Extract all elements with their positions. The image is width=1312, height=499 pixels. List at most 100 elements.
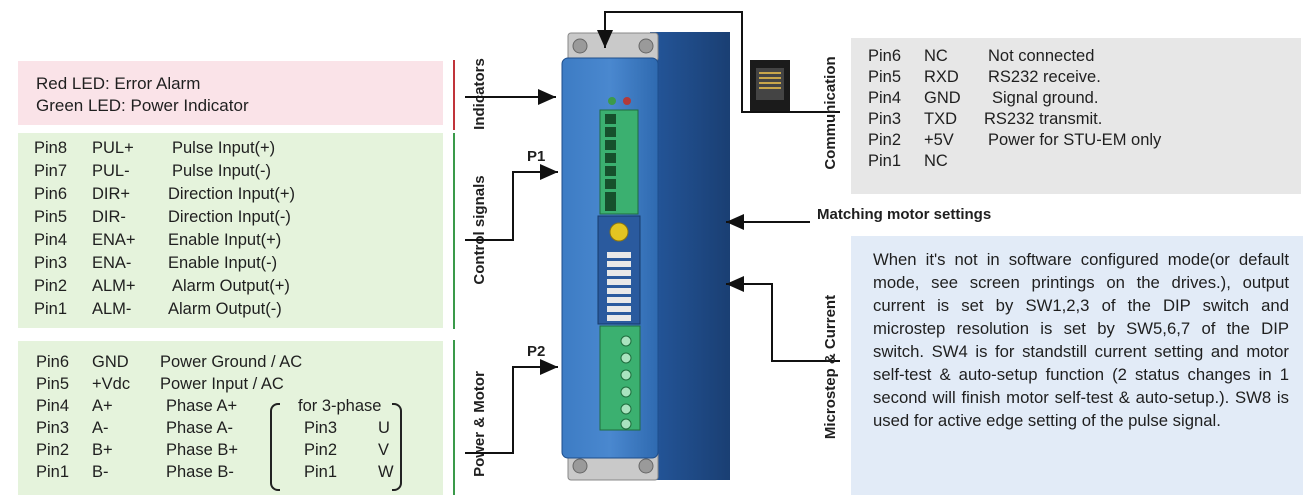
pin-description: Phase B+ — [166, 441, 239, 459]
microstep-current-panel: When it's not in software configured mod… — [851, 236, 1303, 495]
pin-name: DIR- — [92, 208, 126, 226]
pin-name: NC — [924, 47, 948, 65]
pin-description: Power for STU-EM only — [988, 131, 1162, 149]
control-pin-row: Pin6 DIR+ Direction Input(+) — [34, 183, 443, 206]
pin-name: PUL+ — [92, 139, 134, 157]
pin-number: Pin5 — [34, 208, 68, 226]
control-signals-panel: Pin8 PUL+ Pulse Input(+) Pin7 PUL- Pulse Inp… — [18, 133, 443, 328]
pin-description: Power Input / AC — [160, 375, 284, 393]
pin-name: A+ — [92, 397, 113, 415]
p1-arrow — [465, 164, 558, 241]
pin-number: Pin5 — [36, 375, 70, 393]
pin-name: ENA- — [92, 254, 132, 272]
pin-name: GND — [92, 353, 129, 371]
pin-description: Direction Input(-) — [168, 208, 291, 226]
pin-description: Alarm Output(+) — [172, 277, 290, 295]
three-phase-pin: Pin3 — [304, 419, 338, 437]
control-pin-row: Pin5 DIR- Direction Input(-) — [34, 206, 443, 229]
indicators-divider — [453, 60, 455, 130]
green-led — [608, 97, 616, 105]
pin-name: A- — [92, 419, 109, 437]
pin-name: ALM+ — [92, 277, 136, 295]
pin-description: Pulse Input(-) — [172, 162, 272, 180]
pin-name: TXD — [924, 110, 957, 128]
three-phase-pin: Pin1 — [304, 463, 338, 481]
pin-number: Pin3 — [34, 254, 68, 272]
pin-description: Alarm Output(-) — [168, 300, 282, 318]
pin-description: Phase B- — [166, 463, 234, 481]
pin-number: Pin1 — [868, 152, 902, 170]
pin-description: Power Ground / AC — [160, 353, 303, 371]
pin-number: Pin2 — [868, 131, 902, 149]
pin-name: RXD — [924, 68, 959, 86]
communication-arrow — [597, 11, 840, 113]
pin-description: Phase A+ — [166, 397, 238, 415]
three-phase-pin: Pin2 — [304, 441, 338, 459]
communication-label: Communication — [822, 56, 839, 170]
control-signals-divider — [453, 133, 455, 329]
pin-number: Pin2 — [34, 277, 68, 295]
pin-number: Pin6 — [36, 353, 70, 371]
pin-name: PUL- — [92, 162, 130, 180]
mount-screw-top-left — [572, 38, 588, 54]
pin-number: Pin5 — [868, 68, 902, 86]
power-pin-row: Pin4 A+ Phase A+ for 3-phase — [36, 395, 443, 417]
power-motor-divider — [453, 340, 455, 495]
pin-number: Pin6 — [34, 185, 68, 203]
pin-description: Pulse Input(+) — [172, 139, 276, 157]
green-led-line: Green LED: Power Indicator — [36, 96, 249, 115]
control-pin-row: Pin8 PUL+ Pulse Input(+) — [34, 137, 443, 160]
pin-number: Pin7 — [34, 162, 68, 180]
three-phase-letter: V — [378, 441, 390, 459]
three-phase-letter: U — [378, 419, 390, 437]
p1-port-label: P1 — [527, 148, 546, 165]
pin-name: GND — [924, 89, 961, 107]
drive-side-panel — [650, 32, 730, 480]
pin-name: ALM- — [92, 300, 132, 318]
p2-arrow — [465, 359, 558, 454]
control-pin-row: Pin3 ENA- Enable Input(-) — [34, 252, 443, 275]
pin-name: +5V — [924, 131, 954, 149]
mount-screw-top-right — [638, 38, 654, 54]
comm-pin-row: Pin2 +5V Power for STU-EM only — [868, 130, 1301, 151]
microstep-description: When it's not in software configured mod… — [873, 250, 1289, 430]
mount-screw-bottom-right — [638, 458, 654, 474]
indicators-panel: Red LED: Error Alarm Green LED: Power In… — [18, 61, 443, 125]
three-phase-letter: W — [378, 463, 394, 481]
microstep-current-label: Microstep & Current — [822, 294, 839, 440]
pin-description: Signal ground. — [992, 89, 1099, 107]
mount-screw-bottom-left — [572, 458, 588, 474]
pin-number: Pin2 — [36, 441, 70, 459]
pin-name: ENA+ — [92, 231, 136, 249]
pin-name: DIR+ — [92, 185, 131, 203]
pin-number: Pin4 — [36, 397, 70, 415]
pin-description: Phase A- — [166, 419, 233, 437]
pin-description: RS232 transmit. — [984, 110, 1103, 128]
pin-name: B- — [92, 463, 109, 481]
pin-description: Direction Input(+) — [168, 185, 296, 203]
red-led — [623, 97, 631, 105]
pin-description: Enable Input(+) — [168, 231, 282, 249]
control-pin-row: Pin2 ALM+ Alarm Output(+) — [34, 275, 443, 298]
pin-number: Pin8 — [34, 139, 68, 157]
p2-connector — [599, 325, 641, 431]
three-phase-title: for 3-phase — [298, 397, 382, 415]
pin-number: Pin4 — [34, 231, 68, 249]
pin-description: Not connected — [988, 47, 1095, 65]
pin-name: B+ — [92, 441, 113, 459]
pin-description: Enable Input(-) — [168, 254, 278, 272]
red-led-line: Red LED: Error Alarm — [36, 74, 201, 93]
three-phase-right-bracket — [392, 403, 402, 491]
p2-port-label: P2 — [527, 343, 546, 360]
